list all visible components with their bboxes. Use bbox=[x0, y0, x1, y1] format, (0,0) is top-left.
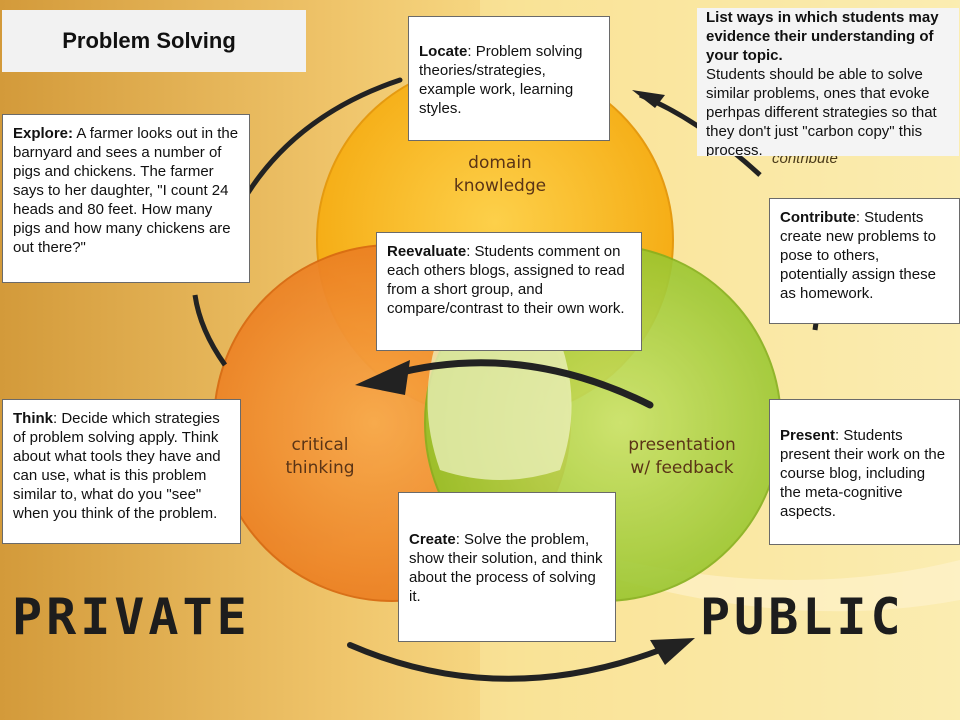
explore-box: Explore: A farmer looks out in the barny… bbox=[2, 114, 250, 283]
locate-label: Locate bbox=[419, 43, 468, 60]
list-ways-text: Students should be able to solve similar… bbox=[706, 66, 937, 156]
present-box: Present: Students present their work on … bbox=[769, 399, 960, 545]
private-label: PRIVATE bbox=[12, 588, 251, 646]
list-ways-heading: List ways in which students may evidence… bbox=[706, 9, 939, 64]
presentation-label-line2: w/ feedback bbox=[630, 458, 734, 478]
title-box: Problem Solving bbox=[2, 10, 306, 72]
create-text: : Solve the problem, show their solution… bbox=[409, 531, 603, 605]
present-label: Present bbox=[780, 427, 836, 444]
domain-label-line2: knowledge bbox=[453, 176, 547, 196]
think-label: Think bbox=[13, 410, 53, 427]
create-box: Create: Solve the problem, show their so… bbox=[398, 492, 616, 642]
public-label: PUBLIC bbox=[700, 588, 905, 646]
reevaluate-text: : Students comment on each others blogs,… bbox=[387, 243, 625, 317]
contribute-label: Contribute bbox=[780, 209, 856, 226]
explore-label: Explore: bbox=[13, 125, 74, 142]
reevaluate-box: Reevaluate: Students comment on each oth… bbox=[376, 232, 642, 351]
presentation-label: presentation w/ feedback bbox=[612, 434, 752, 480]
domain-label-line1: domain bbox=[468, 153, 532, 173]
locate-text: : Problem solving theories/strategies, e… bbox=[419, 43, 583, 117]
page-title: Problem Solving bbox=[62, 28, 236, 53]
create-label: Create bbox=[409, 531, 456, 548]
domain-knowledge-label: domain knowledge bbox=[440, 152, 560, 198]
locate-box: Locate: Problem solving theories/strateg… bbox=[408, 16, 610, 141]
contribute-text: : Students create new problems to pose t… bbox=[780, 209, 936, 302]
presentation-label-line1: presentation bbox=[628, 435, 736, 455]
list-ways-note: List ways in which students may evidence… bbox=[697, 8, 959, 156]
explore-text: A farmer looks out in the barnyard and s… bbox=[13, 125, 239, 256]
think-text: : Decide which strategies of problem sol… bbox=[13, 410, 221, 522]
contribute-box: Contribute: Students create new problems… bbox=[769, 198, 960, 324]
critical-label-line1: critical bbox=[291, 435, 349, 455]
critical-label-line2: thinking bbox=[285, 458, 355, 478]
critical-thinking-label: critical thinking bbox=[265, 434, 375, 480]
reevaluate-label: Reevaluate bbox=[387, 243, 467, 260]
present-text: : Students present their work on the cou… bbox=[780, 427, 946, 520]
think-box: Think: Decide which strategies of proble… bbox=[2, 399, 241, 544]
